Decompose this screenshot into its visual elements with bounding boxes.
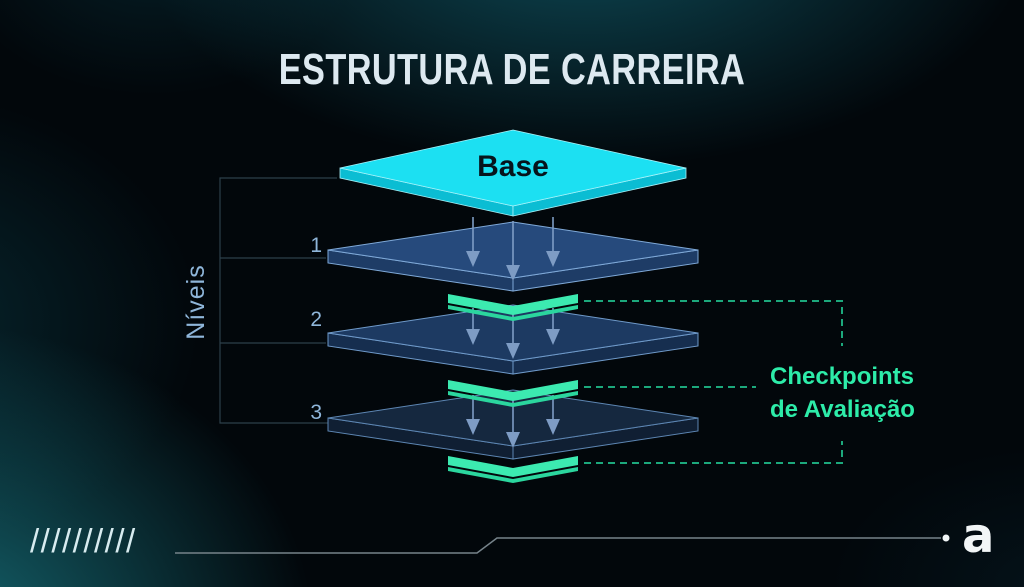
base-layer: [339, 129, 687, 217]
slashes-decoration: //////////: [30, 522, 137, 559]
down-arrows-set-3: [466, 395, 560, 448]
connector-line-1: [584, 300, 843, 346]
down-arrow-icon: [506, 221, 520, 281]
level-number-2: 2: [310, 308, 322, 331]
levels-bracket: [219, 177, 337, 424]
down-arrows-set-1: [466, 217, 560, 281]
footer-line-dot: [942, 534, 950, 542]
checkpoint-strip-2: [448, 380, 578, 407]
base-layer-label: Base: [477, 150, 549, 183]
down-arrow-icon: [466, 217, 480, 267]
footer-line: [175, 534, 950, 554]
checkpoint-connectors: [584, 300, 843, 464]
checkpoint-strip-1: [448, 294, 578, 321]
checkpoint-strip-3: [448, 456, 578, 483]
down-arrow-icon: [546, 217, 560, 267]
level-number-1: 1: [310, 234, 322, 257]
page-title: ESTRUTURA DE CARREIRA: [278, 45, 746, 94]
connector-line-3: [584, 441, 843, 464]
checkpoints-label: Checkpoints de Avaliação: [770, 363, 915, 423]
down-arrows-set-2: [466, 308, 560, 359]
logo-a: a: [962, 508, 995, 564]
level-number-3: 3: [310, 401, 322, 424]
levels-axis-label: Níveis: [182, 264, 210, 340]
